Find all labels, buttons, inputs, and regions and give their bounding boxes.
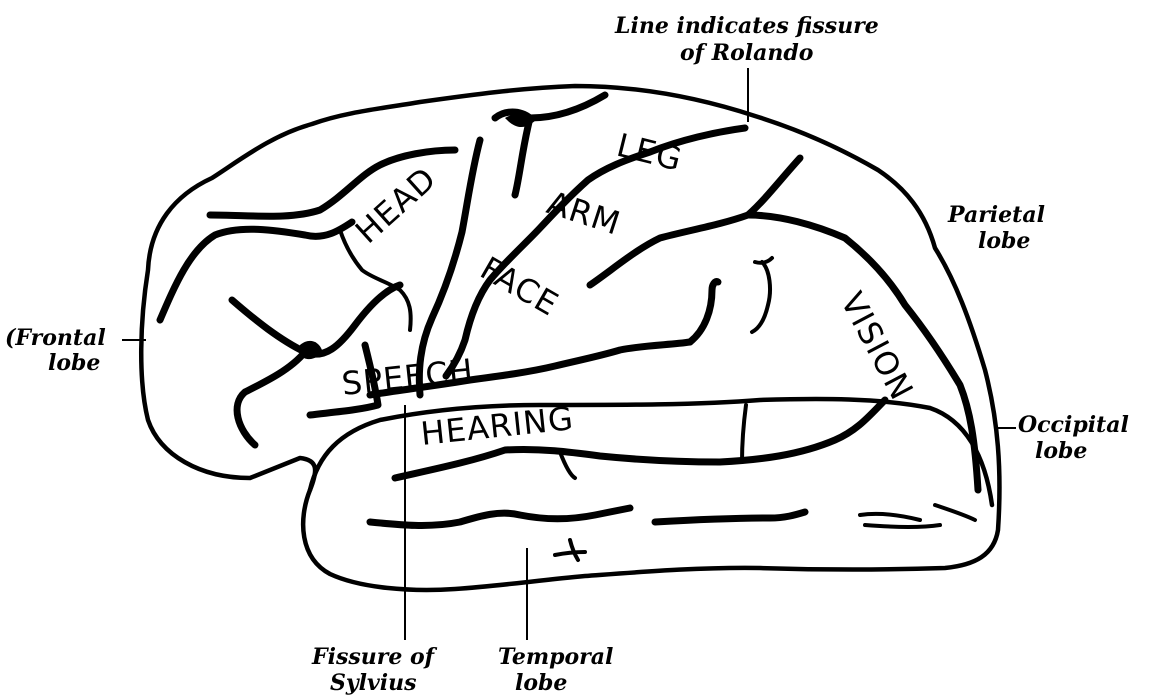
rolando-junction: [505, 113, 538, 128]
postcentral-sulcus: [442, 124, 749, 380]
occipital-label-line1: Occipital: [1018, 412, 1129, 438]
inferior-temporal-sulcus: [366, 504, 634, 529]
parietal-label-line2: lobe: [978, 228, 1030, 254]
parietal-label-line1: Parietal: [947, 202, 1045, 228]
angular-branch: [686, 278, 722, 346]
superior-frontal-sulcus: [206, 146, 459, 220]
brain-outline: [138, 83, 1002, 593]
superior-temporal-sulcus: [391, 396, 889, 482]
precentral-sulcus: [415, 136, 484, 399]
middle-frontal-sulcus: [156, 218, 356, 324]
frontal-label-line2: lobe: [48, 350, 100, 376]
inferior-frontal-sulcus: [228, 281, 404, 358]
region-face: FACE: [474, 249, 565, 324]
rolando-label-line1: Line indicates fissure: [614, 13, 879, 39]
temporal-label-line1: Temporal: [498, 644, 613, 670]
vision-sulcus-b: [753, 256, 774, 265]
region-leg: LEG: [613, 126, 686, 179]
region-hearing: HEARING: [419, 399, 576, 453]
speech-area-sulcus: [306, 341, 382, 419]
sylvian-branch: [366, 338, 694, 399]
intraparietal-sulcus: [586, 154, 804, 289]
vision-sulcus-a: [750, 260, 772, 334]
sylvius-label-line2: Sylvius: [330, 670, 417, 696]
temporal-branch: [558, 403, 748, 480]
region-arm: ARM: [543, 183, 626, 242]
frontal-label-line1: (Frontal: [5, 325, 106, 351]
occipital-label-line2: lobe: [1035, 438, 1087, 464]
sylvius-label-line1: Fissure of: [311, 644, 438, 670]
parietal-sulcus: [744, 211, 982, 494]
temporal-lobe-outline: [307, 396, 995, 508]
frontal-junction: [300, 340, 322, 360]
temporal-small-branch: [553, 538, 587, 562]
region-speech: SPEECH: [340, 351, 476, 403]
occipital-sulci: [858, 503, 977, 529]
rolando-label-line2: of Rolando: [680, 40, 813, 66]
lower-frontal-notch: [338, 228, 413, 332]
inferior-temporal-sulcus-2: [651, 508, 809, 526]
orbital-sulcus: [233, 348, 309, 449]
temporal-label-line2: lobe: [515, 670, 567, 696]
